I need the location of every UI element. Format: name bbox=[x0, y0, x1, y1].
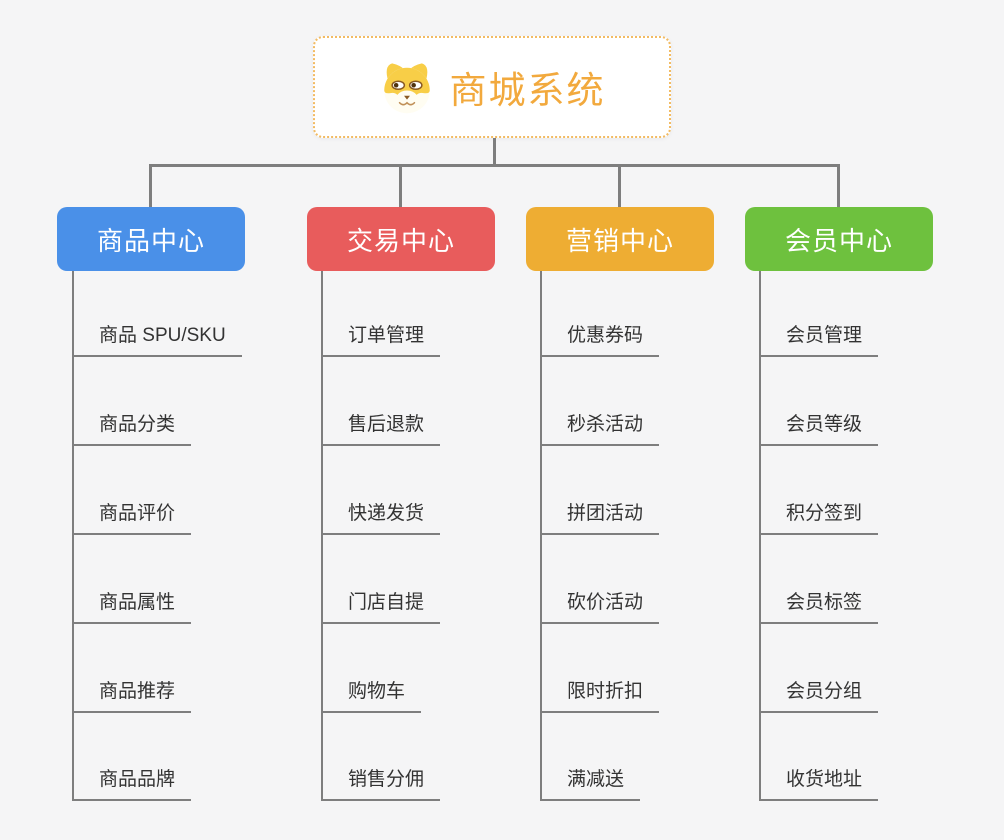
leaf-topic[interactable]: 门店自提 bbox=[321, 589, 441, 624]
branch-trade-center[interactable]: 交易中心 bbox=[307, 207, 495, 271]
branch-spine bbox=[321, 271, 323, 801]
leaf-topic[interactable]: 商品分类 bbox=[72, 411, 192, 446]
leaf-topic[interactable]: 商品品牌 bbox=[72, 766, 192, 801]
leaf-topic[interactable]: 限时折扣 bbox=[540, 678, 660, 713]
connector-horizontal-rail bbox=[149, 164, 840, 167]
leaf-topic[interactable]: 订单管理 bbox=[321, 322, 441, 357]
leaf-topic[interactable]: 销售分佣 bbox=[321, 766, 441, 801]
connector-branch-drop bbox=[399, 164, 402, 207]
leaf-topic[interactable]: 秒杀活动 bbox=[540, 411, 660, 446]
leaf-topic[interactable]: 商品属性 bbox=[72, 589, 192, 624]
leaf-topic[interactable]: 商品推荐 bbox=[72, 678, 192, 713]
connector-branch-drop bbox=[618, 164, 621, 207]
leaf-topic[interactable]: 售后退款 bbox=[321, 411, 441, 446]
branch-spine bbox=[72, 271, 74, 801]
connector-branch-drop bbox=[149, 164, 152, 207]
branch-label: 商品中心 bbox=[96, 225, 205, 256]
leaf-topic[interactable]: 会员分组 bbox=[759, 678, 879, 713]
leaf-topic[interactable]: 会员等级 bbox=[759, 411, 879, 446]
leaf-topic[interactable]: 商品 SPU/SKU bbox=[72, 322, 242, 357]
root-topic[interactable]: 商城系统 bbox=[313, 36, 671, 138]
leaf-topic[interactable]: 购物车 bbox=[321, 678, 422, 713]
leaf-topic[interactable]: 拼团活动 bbox=[540, 500, 660, 535]
branch-member-center[interactable]: 会员中心 bbox=[745, 207, 933, 271]
leaf-topic[interactable]: 砍价活动 bbox=[540, 589, 660, 624]
branch-label: 交易中心 bbox=[346, 225, 455, 256]
root-title: 商城系统 bbox=[449, 70, 606, 111]
branch-spine bbox=[759, 271, 761, 801]
connector-branch-drop bbox=[837, 164, 840, 207]
branch-spine bbox=[540, 271, 542, 801]
leaf-topic[interactable]: 会员标签 bbox=[759, 589, 879, 624]
branch-marketing-center[interactable]: 营销中心 bbox=[526, 207, 714, 271]
shiba-dog-icon bbox=[379, 59, 435, 115]
leaf-topic[interactable]: 会员管理 bbox=[759, 322, 879, 357]
connector-root-drop bbox=[493, 138, 496, 164]
leaf-topic[interactable]: 商品评价 bbox=[72, 500, 192, 535]
leaf-topic[interactable]: 优惠券码 bbox=[540, 322, 660, 357]
leaf-topic[interactable]: 收货地址 bbox=[759, 766, 879, 801]
branch-product-center[interactable]: 商品中心 bbox=[57, 207, 245, 271]
leaf-topic[interactable]: 满减送 bbox=[540, 766, 641, 801]
leaf-topic[interactable]: 快递发货 bbox=[321, 500, 441, 535]
branch-label: 营销中心 bbox=[565, 225, 674, 256]
leaf-topic[interactable]: 积分签到 bbox=[759, 500, 879, 535]
branch-label: 会员中心 bbox=[784, 225, 893, 256]
